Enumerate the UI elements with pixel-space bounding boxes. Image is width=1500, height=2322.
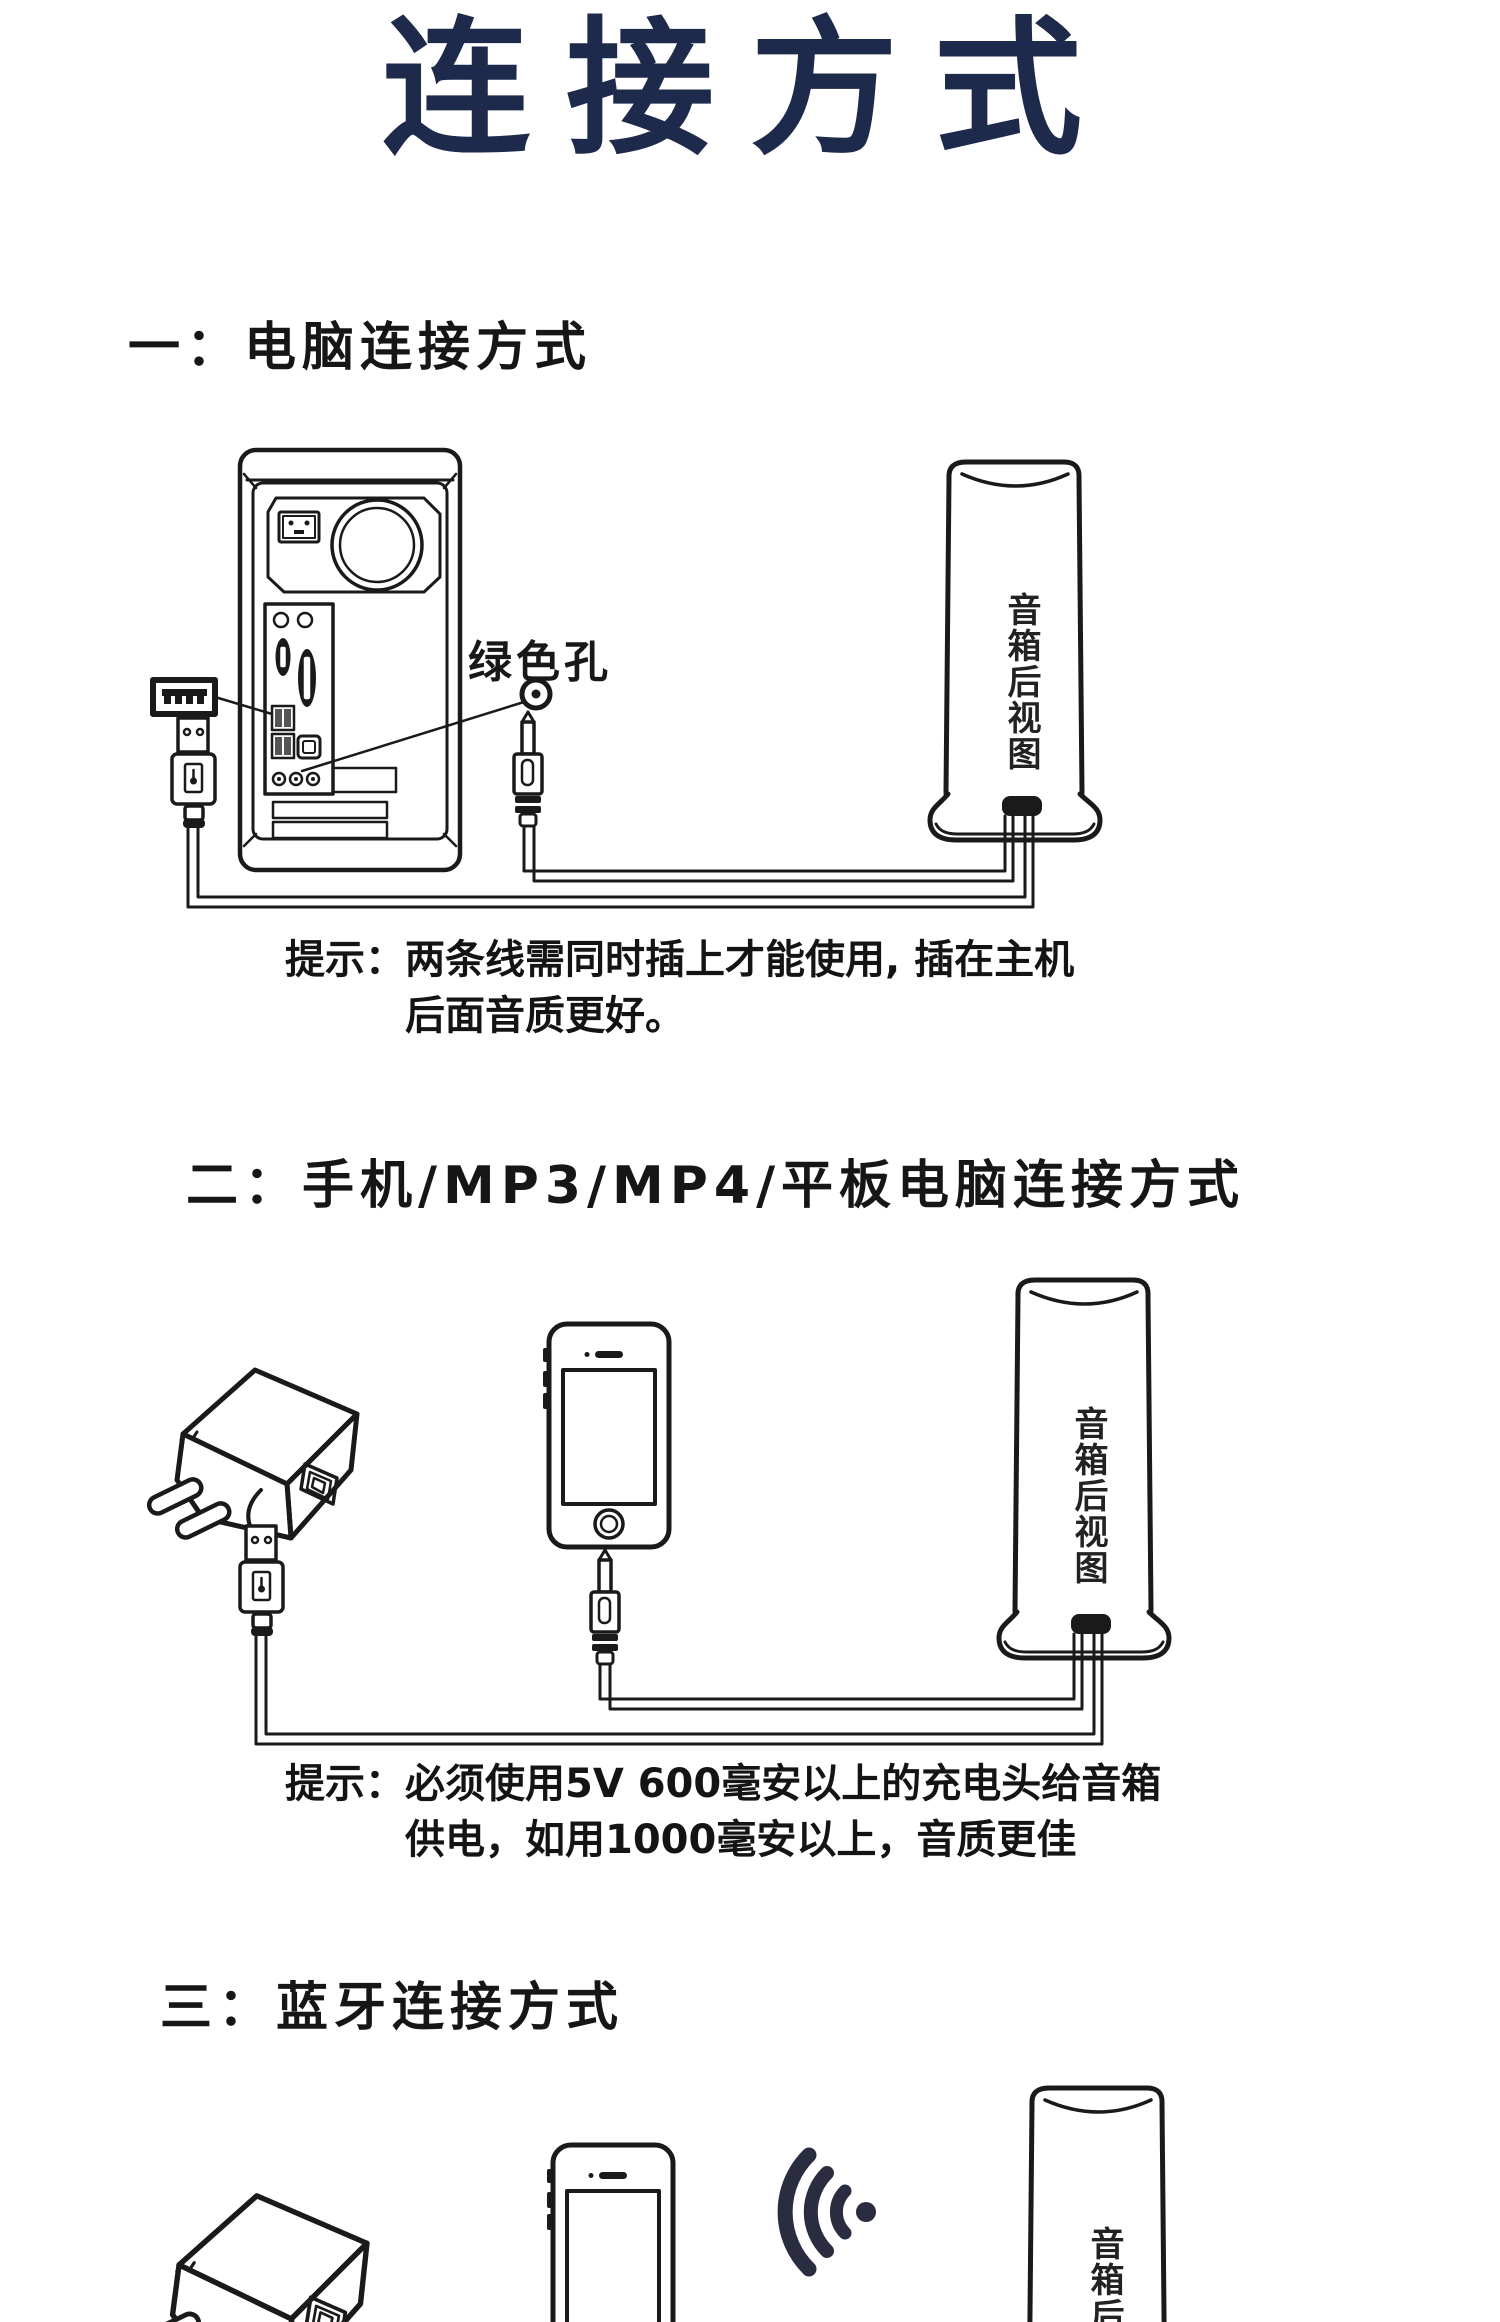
section1-tip: 提示： 两条线需同时插上才能使用, 插在主机 后面音质更好。 <box>285 932 1074 1044</box>
audio-jack-socket-icon <box>300 677 553 773</box>
fan-icon <box>330 498 424 592</box>
tip-line: 必须使用5V 600毫安以上的充电头给音箱 <box>405 1761 1162 1807</box>
phone-icon <box>547 2145 673 2322</box>
cables-section1 <box>186 814 1035 909</box>
audio-jack-plug-icon <box>512 710 544 828</box>
tip-label: 提示： <box>285 937 405 983</box>
speaker-rear-label: 音箱后视图 <box>1001 592 1041 772</box>
pc-tower-rear-icon <box>237 447 463 873</box>
cables-section2 <box>254 1632 1104 1746</box>
usb-port-icon <box>150 677 274 717</box>
page-title: 连接方式 <box>382 3 1118 175</box>
speaker-rear-label: 音箱后视图 <box>1068 1406 1108 1586</box>
section1-heading: 一：电脑连接方式 <box>128 318 593 378</box>
wireless-signal-icon <box>777 2147 876 2277</box>
section3-heading: 三：蓝牙连接方式 <box>160 1978 625 2038</box>
power-adapter-icon <box>139 2196 367 2322</box>
usb-plug-icon <box>170 716 217 830</box>
section2-heading: 二：手机/MP3/MP4/平板电脑连接方式 <box>186 1156 1246 1216</box>
tip-line: 供电，如用1000毫安以上，音质更佳 <box>405 1817 1077 1863</box>
tip-line: 两条线需同时插上才能使用, 插在主机 <box>405 937 1075 983</box>
green-jack-label: 绿色孔 <box>468 637 612 688</box>
section2-tip: 提示： 必须使用5V 600毫安以上的充电头给音箱 供电，如用1000毫安以上，… <box>285 1756 1161 1868</box>
tip-line: 后面音质更好。 <box>405 993 685 1039</box>
usb-plug-icon <box>238 1524 285 1638</box>
audio-jack-plug-icon <box>589 1548 621 1666</box>
tip-label: 提示： <box>285 1761 405 1807</box>
audio-jacks-icon <box>271 771 321 787</box>
speaker-rear-label: 音箱后视图 <box>1084 2226 1124 2322</box>
power-adapter-icon <box>146 1370 357 1540</box>
phone-icon <box>543 1324 669 1547</box>
power-socket-icon <box>277 510 321 544</box>
